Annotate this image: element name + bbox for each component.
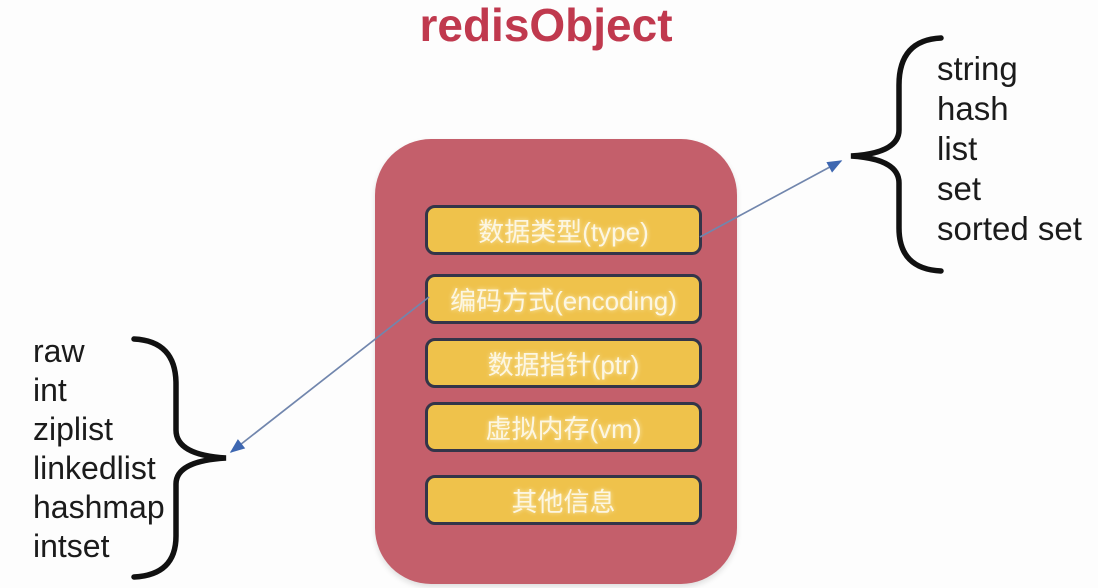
list-item: int	[33, 372, 67, 408]
field-encoding: 编码方式(encoding)	[425, 274, 702, 324]
redis-object-container: 数据类型(type) 编码方式(encoding) 数据指针(ptr) 虚拟内存…	[375, 139, 737, 584]
list-item: set	[937, 170, 982, 207]
encoding-values-list: raw int ziplist linkedlist hashmap intse…	[33, 332, 165, 566]
list-item: hashmap	[33, 489, 165, 525]
list-item: linkedlist	[33, 450, 156, 486]
type-values-list: string hash list set sorted set	[937, 49, 1082, 249]
list-item: sorted set	[937, 210, 1082, 247]
field-ptr: 数据指针(ptr)	[425, 338, 702, 388]
field-type: 数据类型(type)	[425, 205, 702, 255]
list-item: hash	[937, 90, 1009, 127]
right-curly-brace-icon	[850, 35, 944, 274]
list-item: list	[937, 130, 978, 167]
field-vm: 虚拟内存(vm)	[425, 402, 702, 452]
diagram-title: redisObject	[419, 0, 673, 51]
list-item: intset	[33, 528, 110, 564]
list-item: ziplist	[33, 411, 114, 447]
field-other-info: 其他信息	[425, 475, 702, 525]
list-item: string	[937, 50, 1018, 87]
list-item: raw	[33, 333, 85, 369]
